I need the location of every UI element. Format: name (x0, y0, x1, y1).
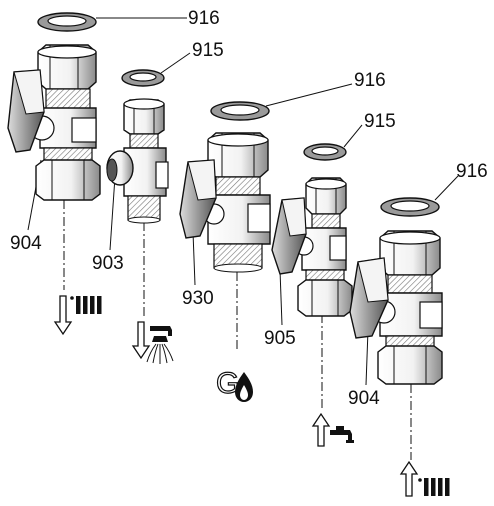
valve-905 (271, 177, 353, 317)
leader-916-c (434, 175, 459, 201)
shower-outlet-icon (131, 321, 174, 364)
leader-930 (192, 231, 196, 286)
leader-915-b (343, 124, 363, 148)
valve-903 (106, 98, 169, 224)
seal-916-c (380, 197, 440, 217)
leader-905 (279, 269, 283, 326)
label-904-right: 904 (348, 388, 380, 409)
gas-flame-icon: G (215, 366, 253, 402)
centre-lines (63, 200, 412, 460)
seal-916-a (37, 12, 97, 32)
label-930: 930 (182, 288, 214, 309)
heating-return-arrow-icon (53, 295, 102, 336)
label-915-right: 915 (364, 111, 396, 132)
label-916-top: 916 (188, 8, 220, 29)
label-915-top: 915 (192, 40, 224, 61)
valve-904-a (7, 44, 101, 201)
valve-904-b (349, 230, 443, 385)
leader-904-b (365, 329, 369, 386)
leader-915-a (160, 52, 191, 74)
label-916-middle: 916 (354, 70, 386, 91)
label-903: 903 (92, 253, 124, 274)
seal-915-b (303, 143, 347, 161)
label-916-right: 916 (456, 161, 488, 182)
label-904-left: 904 (10, 233, 42, 254)
gas-letter: G (216, 367, 239, 400)
valve-930 (179, 132, 271, 273)
label-905: 905 (264, 328, 296, 349)
seal-915-a (121, 69, 165, 87)
leader-916-b (265, 83, 353, 107)
heating-flow-arrow-icon (399, 460, 450, 497)
cold-water-inlet-icon (311, 412, 354, 447)
seal-916-b (210, 101, 270, 121)
